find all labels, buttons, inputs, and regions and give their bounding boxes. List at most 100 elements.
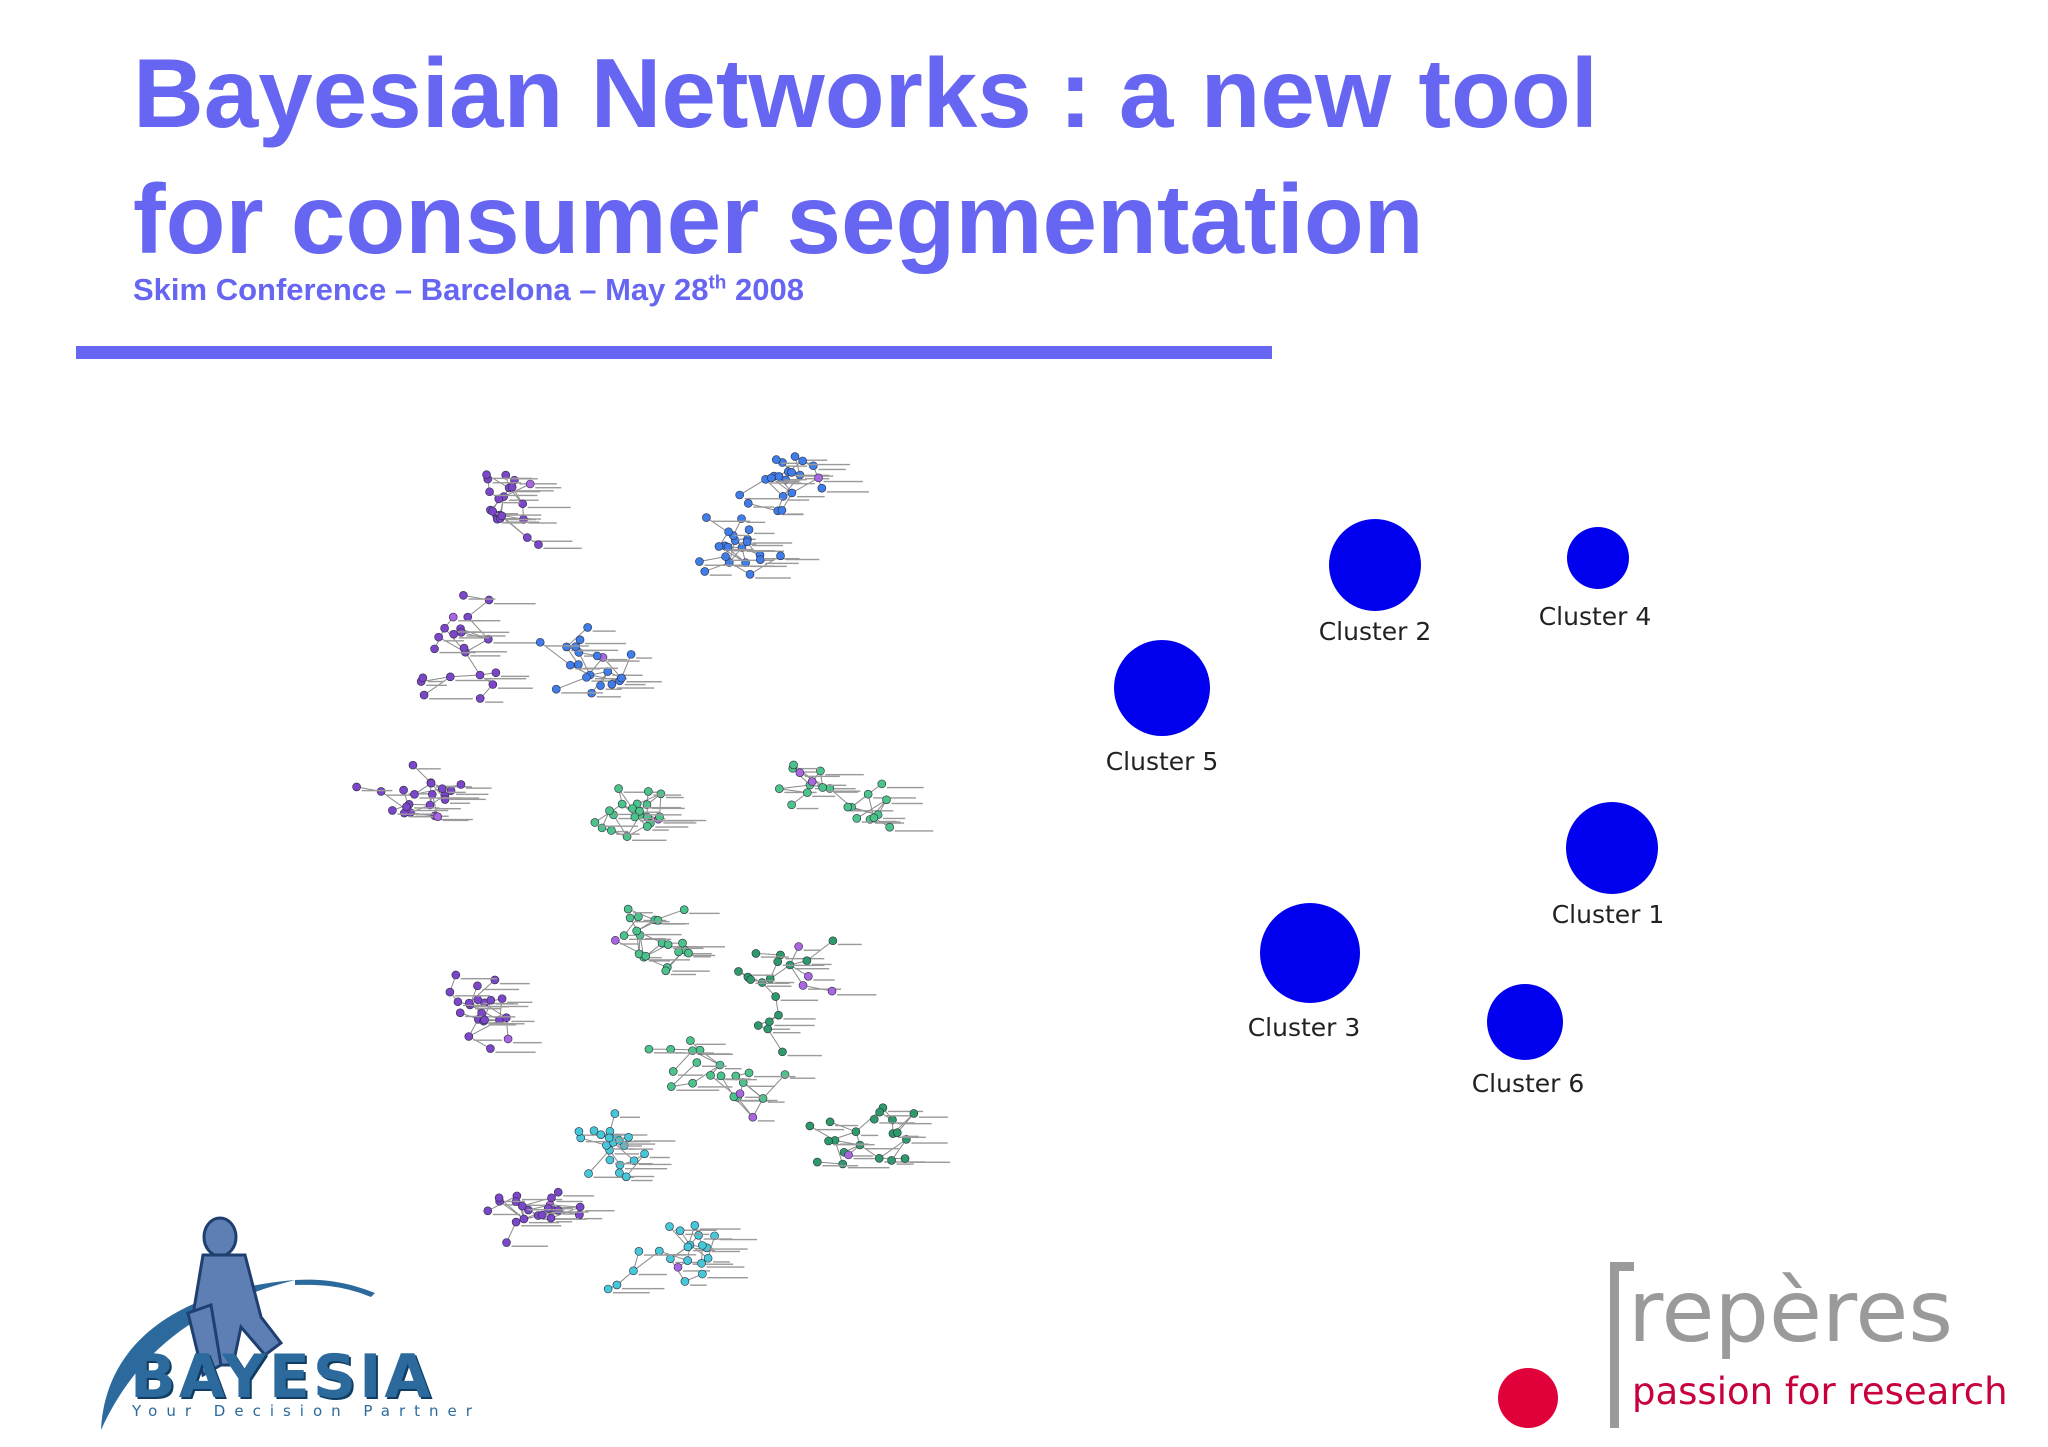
node-caption (527, 1209, 565, 1211)
network-node (795, 768, 805, 777)
network-edge (633, 1250, 660, 1272)
node-caption (466, 635, 506, 637)
network-node (574, 660, 583, 669)
network-edge (612, 1141, 635, 1162)
network-node (869, 813, 879, 823)
node-caption (797, 771, 817, 773)
node-caption (767, 985, 792, 987)
network-node (798, 981, 808, 990)
node-caption (639, 820, 681, 822)
node-caption (781, 462, 812, 465)
node-caption (517, 490, 554, 492)
network-edge (556, 676, 587, 690)
node-caption (738, 1099, 778, 1102)
node-caption (511, 1020, 535, 1023)
node-caption (462, 1004, 486, 1007)
network-node (475, 694, 485, 703)
reperes-dot-icon (1498, 1368, 1558, 1428)
node-caption (632, 839, 667, 842)
network-node (488, 680, 498, 689)
node-caption (507, 1001, 533, 1004)
node-caption (583, 1134, 603, 1136)
node-caption (619, 1116, 641, 1118)
node-caption (521, 1198, 563, 1201)
node-caption (458, 620, 485, 622)
node-caption (897, 1136, 926, 1138)
network-node (661, 966, 671, 976)
node-caption (825, 773, 864, 776)
node-caption (629, 938, 672, 940)
node-caption (754, 1075, 796, 1078)
node-caption (878, 820, 897, 823)
node-caption (652, 829, 669, 831)
network-node (430, 644, 439, 654)
node-caption (746, 521, 766, 524)
node-caption (575, 668, 601, 670)
network-node (607, 826, 616, 835)
network-node (484, 595, 494, 605)
node-caption (635, 920, 670, 923)
network-node (621, 1172, 631, 1182)
network-node (641, 951, 651, 961)
network-node (665, 1222, 674, 1231)
network-node (459, 643, 469, 653)
node-caption (397, 813, 438, 815)
node-caption (475, 1008, 501, 1010)
node-caption (607, 660, 640, 662)
node-caption (436, 786, 472, 788)
cluster-circle (1329, 519, 1421, 611)
node-caption (580, 649, 619, 652)
network-node (459, 591, 468, 600)
network-node (818, 783, 827, 792)
network-edge (588, 1149, 610, 1174)
node-caption (454, 995, 491, 997)
node-caption (817, 784, 847, 786)
network-node (843, 802, 853, 812)
node-caption (602, 658, 628, 661)
cluster-circle (1567, 527, 1629, 589)
node-caption (545, 645, 589, 647)
network-node (812, 1157, 822, 1167)
network-node (644, 1044, 654, 1054)
node-caption (745, 1096, 763, 1099)
network-node (624, 1132, 633, 1142)
node-caption (506, 518, 536, 521)
node-caption (811, 963, 832, 966)
network-edge (791, 477, 819, 494)
node-caption (527, 506, 571, 509)
thinker-icon (186, 1216, 284, 1378)
network-node (486, 995, 496, 1005)
node-caption (492, 1213, 521, 1216)
network-node (765, 1017, 774, 1027)
network-edge (421, 676, 451, 683)
reperes-tagline: passion for research (1632, 1370, 2008, 1413)
network-node (535, 637, 545, 647)
network-node (900, 1154, 910, 1163)
node-caption (879, 1122, 915, 1124)
network-node (642, 800, 652, 809)
node-caption (585, 1140, 615, 1143)
network-node (695, 1045, 705, 1055)
network-node (410, 790, 419, 799)
network-node (751, 949, 761, 958)
cluster-circle (1260, 903, 1360, 1003)
node-caption (683, 954, 716, 957)
network-node (596, 1130, 606, 1139)
node-caption (687, 946, 725, 948)
network-edge (468, 979, 496, 1004)
network-node (805, 1121, 815, 1131)
network-node (518, 499, 527, 509)
node-caption (488, 1024, 517, 1026)
node-caption (593, 1176, 635, 1179)
cluster-map: Cluster 2 Cluster 4 Cluster 5 Cluster 1 … (1106, 519, 1664, 1098)
network-node (494, 1193, 504, 1203)
node-caption (826, 491, 869, 493)
node-caption (709, 574, 732, 576)
network-node (787, 800, 796, 810)
network-node (635, 806, 644, 816)
node-caption (427, 680, 445, 683)
network-node (653, 916, 663, 925)
cluster-label: Cluster 5 (1106, 747, 1219, 776)
node-caption (856, 810, 894, 812)
node-caption (599, 825, 638, 827)
